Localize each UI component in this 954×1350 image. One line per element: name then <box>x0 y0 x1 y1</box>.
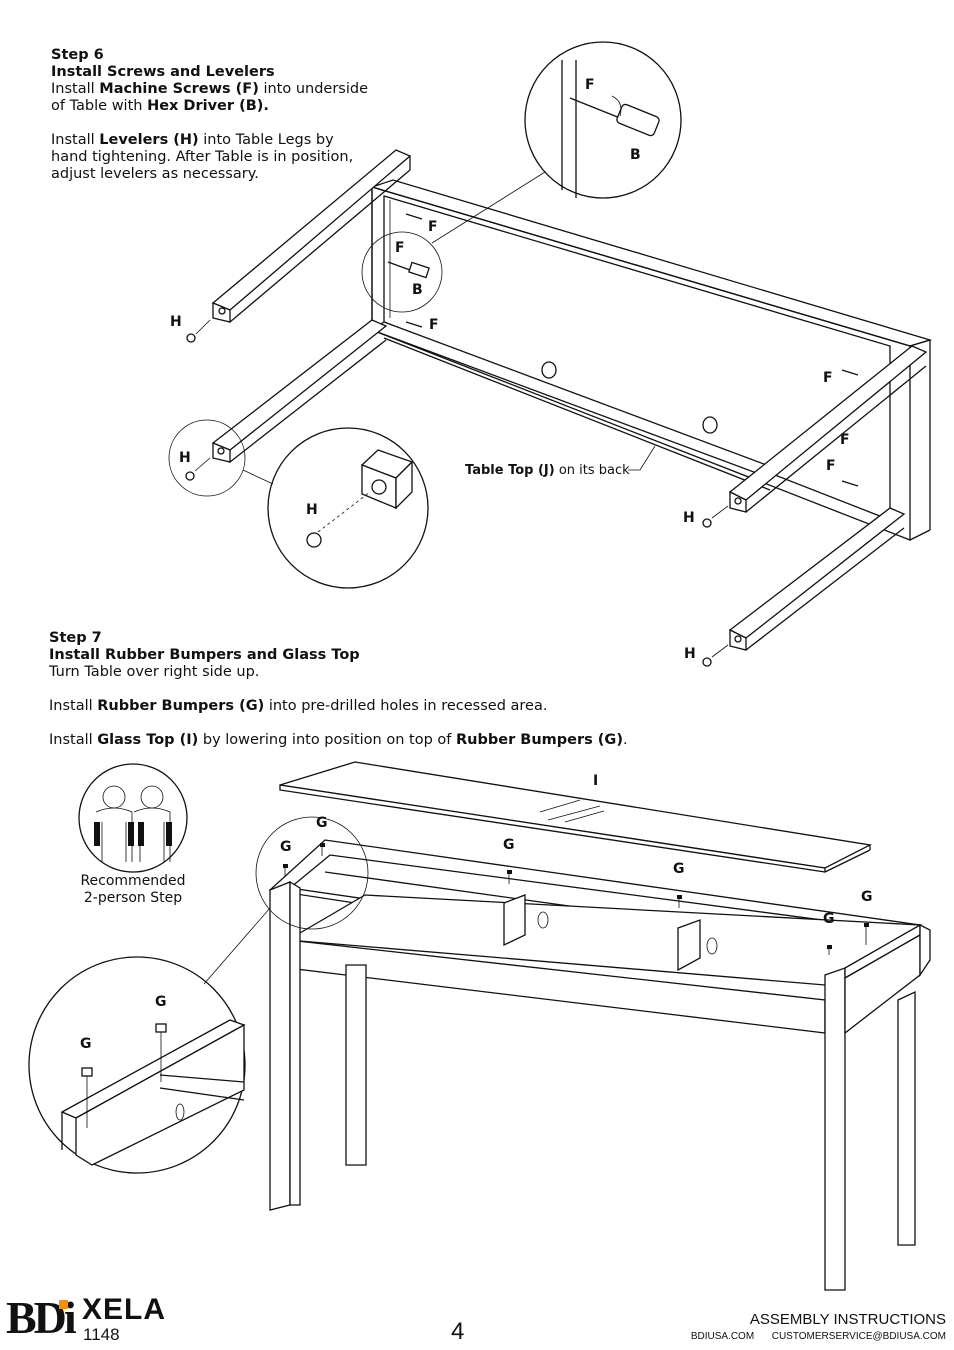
console-table <box>268 839 931 1291</box>
label-g-zoom-2: G <box>80 1036 92 1052</box>
label-f-2: F <box>395 240 405 256</box>
glass-top <box>279 761 873 873</box>
label-b-zoom: B <box>630 147 641 163</box>
step7-paragraph-2: Install Rubber Bumpers (G) into pre-dril… <box>49 698 548 714</box>
levelers <box>185 319 729 667</box>
label-h-2: H <box>179 450 191 466</box>
page-number: 4 <box>451 1318 465 1345</box>
label-h-zoom: H <box>306 502 318 518</box>
product-name: XELA <box>82 1293 167 1326</box>
zoom-circle-driver <box>524 41 682 199</box>
label-g-6: G <box>823 911 835 927</box>
leg-upper-right <box>728 345 928 513</box>
label-g-2: G <box>280 839 292 855</box>
step7-line-1: Turn Table over right side up. <box>49 664 260 680</box>
zoom-bumper-detail <box>60 1019 246 1166</box>
zoom-circle-leveler-small <box>168 419 246 497</box>
two-person-caption: Recommended 2-person Step <box>80 873 186 906</box>
step6-subheading: Install Screws and Levelers <box>51 64 275 80</box>
website-link[interactable]: BDIUSA.COM <box>690 1331 755 1342</box>
label-f-6: F <box>826 458 836 474</box>
bdi-logo-accent <box>59 1300 68 1309</box>
leg-upper-left <box>211 149 412 323</box>
label-h-4: H <box>684 646 696 662</box>
model-number: 1148 <box>83 1325 120 1344</box>
step6-paragraph-1: Install Machine Screws (F) into undersid… <box>51 81 369 114</box>
footer-contact: BDIUSA.COM CUSTOMERSERVICE@BDIUSA.COM <box>691 1331 946 1342</box>
label-g-5: G <box>861 889 873 905</box>
hex-driver-small <box>387 261 430 279</box>
zoom-driver-detail <box>561 60 660 198</box>
label-i: I <box>593 773 599 789</box>
email-link[interactable]: CUSTOMERSERVICE@BDIUSA.COM <box>771 1331 946 1342</box>
label-g-4: G <box>673 861 685 877</box>
zoom-circle-driver-small <box>361 231 443 313</box>
step7-text: Step 7 Install Rubber Bumpers and Glass … <box>49 630 749 749</box>
two-person-icon <box>78 763 188 873</box>
label-g-zoom-1: G <box>155 994 167 1010</box>
step7-subheading: Install Rubber Bumpers and Glass Top <box>49 647 360 663</box>
step7-heading: Step 7 <box>49 630 102 646</box>
step6-illustration <box>168 41 933 667</box>
label-h-3: H <box>683 510 695 526</box>
label-f-5: F <box>840 432 850 448</box>
machine-screws <box>405 213 859 487</box>
zoom-circle-bumper-small <box>255 816 369 930</box>
label-f-4: F <box>823 370 833 386</box>
label-g-3: G <box>503 837 515 853</box>
doc-type: ASSEMBLY INSTRUCTIONS <box>749 1311 946 1328</box>
bdi-logo: BDi <box>6 1292 77 1343</box>
zoom-leveler-detail <box>306 449 414 548</box>
step6-heading: Step 6 <box>51 47 104 63</box>
label-g-1: G <box>316 815 328 831</box>
label-f-3: F <box>429 317 439 333</box>
rubber-bumpers <box>283 843 869 955</box>
zoom-circle-leveler <box>267 427 429 589</box>
label-b-small: B <box>412 282 423 298</box>
zoom-circle-bumper <box>28 956 246 1174</box>
label-f-zoom: F <box>585 77 595 93</box>
step7-paragraph-3: Install Glass Top (I) by lowering into p… <box>49 732 628 748</box>
step6-text: Step 6 Install Screws and Levelers Insta… <box>51 47 381 183</box>
leg-lower-right <box>728 507 906 651</box>
table-top-callout: Table Top (J) on its back <box>465 463 630 478</box>
label-h-1: H <box>170 314 182 330</box>
table-top-callout-line <box>628 445 656 471</box>
step6-paragraph-2: Install Levelers (H) into Table Legs by … <box>51 132 354 182</box>
leg-lower-left <box>211 319 388 463</box>
label-f-1: F <box>428 219 438 235</box>
